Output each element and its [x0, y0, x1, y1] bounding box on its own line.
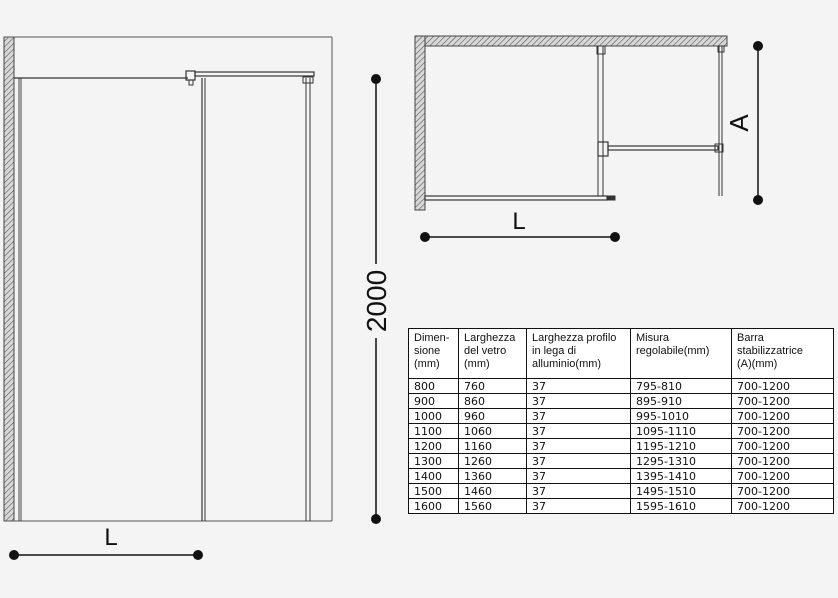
table-cell: 795-810	[630, 378, 732, 394]
table-cell: 995-1010	[630, 408, 732, 424]
stabilizer-bracket	[188, 79, 194, 86]
table-cell: 900	[408, 393, 459, 409]
table-cell: 700-1200	[731, 378, 834, 394]
dimension-endpoint	[753, 41, 763, 51]
plan-right-top-cap	[717, 45, 725, 53]
table-cell: 1560	[458, 498, 527, 514]
front-wall	[3, 36, 15, 522]
table-cell: 800	[408, 378, 459, 394]
plan-wall-top	[414, 35, 728, 47]
table-cell: 37	[526, 498, 631, 514]
front-width-label: L	[104, 524, 117, 551]
table-cell: 37	[526, 483, 631, 499]
table-cell: 960	[458, 408, 527, 424]
table-cell: 1300	[408, 453, 459, 469]
table-cell: 1400	[408, 468, 459, 484]
table-cell: 1495-1510	[630, 483, 732, 499]
dimension-endpoint	[193, 550, 203, 560]
plan-view	[414, 35, 728, 211]
plan-profile-top-cap	[596, 45, 606, 55]
table-cell: 1000	[408, 408, 459, 424]
plan-glass-end	[606, 195, 616, 201]
plan-width-dimension: L	[420, 208, 620, 242]
table-cell: 1395-1410	[630, 468, 732, 484]
table-cell: 860	[458, 393, 527, 409]
plan-width-label: L	[512, 208, 525, 235]
table-cell: 700-1200	[731, 483, 834, 499]
table-cell: 1260	[458, 453, 527, 469]
table-cell: 895-910	[630, 393, 732, 409]
table-cell: 37	[526, 408, 631, 424]
table-cell: 700-1200	[731, 393, 834, 409]
table-cell: 700-1200	[731, 408, 834, 424]
front-width-dimension: L	[9, 524, 203, 560]
table-cell: 37	[526, 438, 631, 454]
front-elevation	[3, 36, 333, 522]
plan-right-mount	[714, 143, 724, 153]
table-cell: 1460	[458, 483, 527, 499]
table-cell: 1200	[408, 438, 459, 454]
table-cell: 700-1200	[731, 438, 834, 454]
height-dimension: 2000	[361, 74, 392, 524]
table-cell: 1360	[458, 468, 527, 484]
dimension-endpoint	[9, 550, 19, 560]
table-cell: 700-1200	[731, 498, 834, 514]
stabilizer-clamp	[185, 70, 196, 81]
dimension-endpoint	[610, 232, 620, 242]
table-cell: 1500	[408, 483, 459, 499]
table-cell: 1100	[408, 423, 459, 439]
dimension-endpoint	[371, 74, 381, 84]
table-cell: 1195-1210	[630, 438, 732, 454]
table-cell: 1095-1110	[630, 423, 732, 439]
dimension-endpoint	[420, 232, 430, 242]
plan-stabilizer-bar	[607, 145, 719, 151]
stabilizer-bar	[194, 71, 315, 77]
stabilizer-end	[302, 76, 314, 84]
table-cell: 1295-1310	[630, 453, 732, 469]
table-cell: 1595-1610	[630, 498, 732, 514]
height-label: 2000	[361, 270, 392, 332]
dimension-endpoint	[371, 514, 381, 524]
table-cell: 700-1200	[731, 453, 834, 469]
dimension-endpoint	[753, 195, 763, 205]
table-cell: 37	[526, 393, 631, 409]
table-cell: 700-1200	[731, 423, 834, 439]
table-cell: 1060	[458, 423, 527, 439]
header-dimension: Dimen-sione(mm)	[408, 328, 459, 379]
table-cell: 1600	[408, 498, 459, 514]
table-cell: 1160	[458, 438, 527, 454]
plan-wall-left	[414, 35, 426, 211]
table-cell: 37	[526, 423, 631, 439]
table-cell: 700-1200	[731, 468, 834, 484]
table-cell: 37	[526, 453, 631, 469]
table-cell: 37	[526, 378, 631, 394]
plan-depth-label: A	[724, 114, 754, 132]
table-cell: 37	[526, 468, 631, 484]
plan-glass-panel	[424, 195, 608, 201]
plan-depth-dimension: A	[724, 41, 763, 205]
table-cell: 760	[458, 378, 527, 394]
